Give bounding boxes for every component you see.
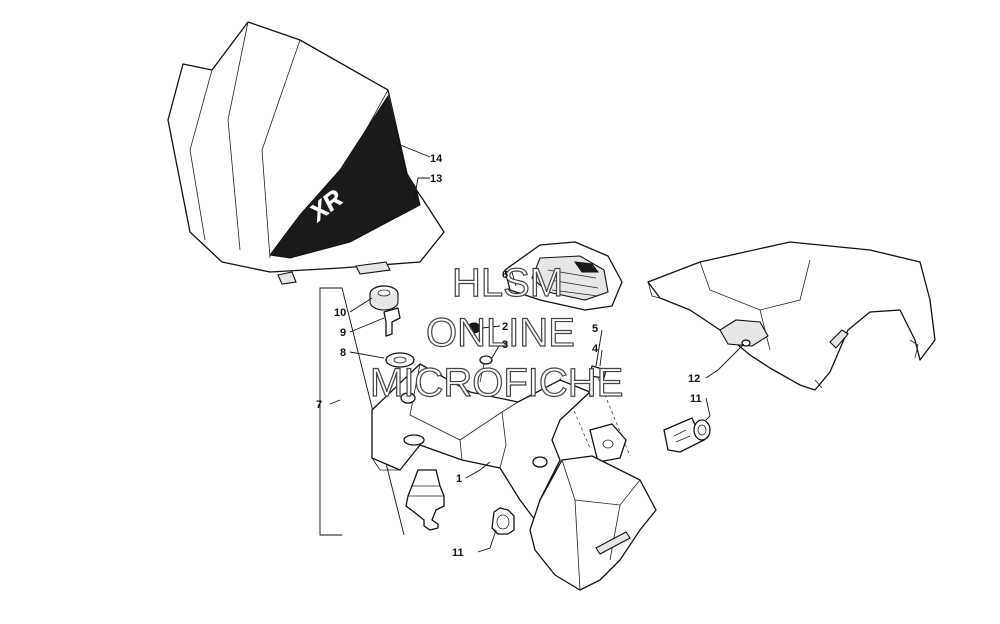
leader-lines bbox=[329, 139, 745, 553]
lower-panel bbox=[529, 455, 657, 591]
callout-13: 13 bbox=[430, 173, 442, 185]
key-nut bbox=[385, 352, 415, 368]
callout-11-bottom: 11 bbox=[452, 547, 464, 559]
grommet-2 bbox=[467, 322, 481, 334]
callout-labels: 14 13 6 10 9 8 7 2 3 5 4 1 11 12 11 bbox=[316, 153, 702, 559]
lock-nut bbox=[491, 507, 515, 535]
callout-3: 3 bbox=[502, 339, 508, 351]
watermark-line3: MICROFICHE bbox=[370, 361, 623, 405]
power-outlet bbox=[663, 417, 711, 453]
callout-9: 9 bbox=[340, 327, 346, 339]
callout-1: 1 bbox=[456, 473, 462, 485]
console-housing bbox=[371, 363, 591, 521]
windshield-decal bbox=[269, 94, 421, 259]
watermark-line1: HLSM bbox=[452, 261, 563, 305]
watermark: HLSM ONLINE MICROFICHE bbox=[369, 260, 624, 405]
callout-8: 8 bbox=[340, 347, 346, 359]
screw-3 bbox=[479, 355, 493, 383]
windshield: XR bbox=[167, 21, 445, 285]
callout-12: 12 bbox=[688, 373, 700, 385]
bracket-5 bbox=[589, 423, 627, 463]
callout-6: 6 bbox=[502, 269, 508, 281]
callout-10: 10 bbox=[334, 307, 346, 319]
gauge-display bbox=[504, 241, 623, 311]
key-cap bbox=[369, 285, 399, 311]
ignition-switch bbox=[405, 469, 445, 531]
callout-5: 5 bbox=[592, 323, 598, 335]
callout-7: 7 bbox=[316, 399, 322, 411]
watermark-line2: ONLINE bbox=[426, 311, 575, 355]
callout-14: 14 bbox=[430, 153, 443, 165]
callout-4: 4 bbox=[592, 343, 599, 355]
upper-cover-right bbox=[647, 241, 936, 391]
callout-11-right: 11 bbox=[690, 393, 702, 405]
callout-2: 2 bbox=[502, 321, 508, 333]
ignition-key bbox=[383, 307, 401, 337]
